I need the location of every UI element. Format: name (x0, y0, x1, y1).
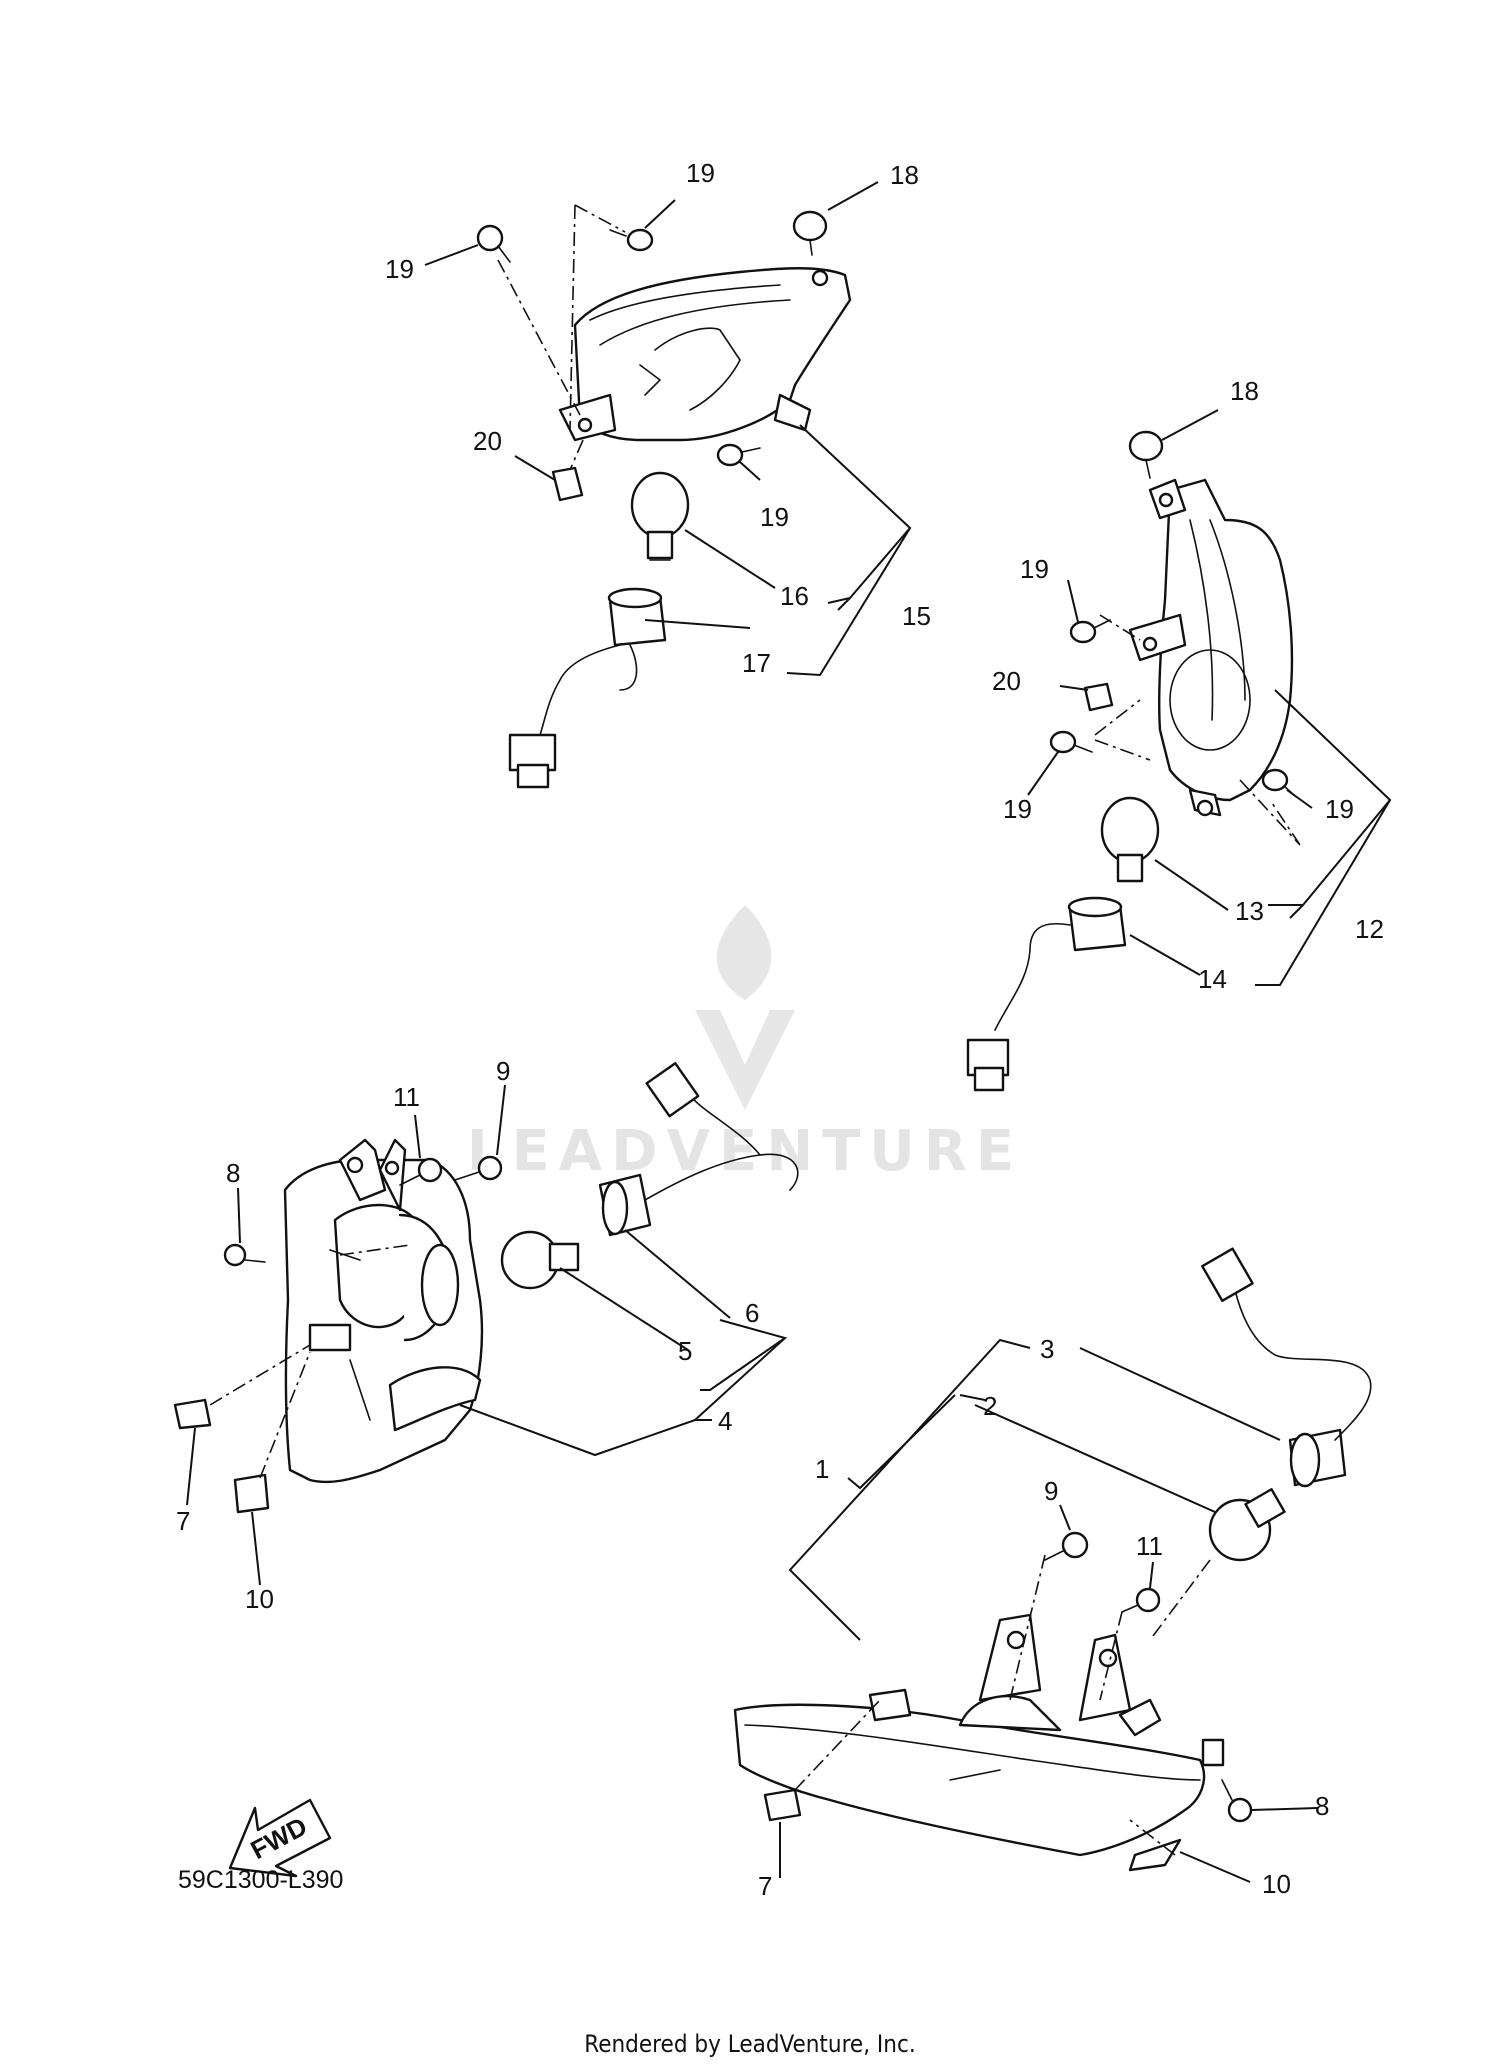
pad-10-a (233, 1473, 270, 1514)
assembly-15 (476, 204, 852, 789)
callout-20: 20 (992, 666, 1021, 696)
rivet-18-b (1128, 430, 1164, 479)
clip-7-a (173, 1398, 212, 1430)
socket-17 (508, 587, 667, 789)
callout-19: 19 (1020, 554, 1049, 584)
screw-11-b (1121, 1587, 1161, 1613)
screw-9-b (1044, 1531, 1089, 1561)
callout-7: 7 (176, 1506, 190, 1536)
pad-10-b (1128, 1838, 1182, 1872)
callout-19: 19 (686, 158, 715, 188)
screw-19-a (476, 224, 511, 263)
callout-9: 9 (496, 1056, 510, 1086)
bulb-16 (630, 471, 690, 561)
callout-11: 11 (393, 1082, 420, 1112)
rivet-18-a (792, 210, 828, 256)
screw-19-d (1069, 619, 1111, 644)
assembly-4 (173, 1062, 799, 1514)
socket-14 (966, 896, 1127, 1092)
bulb-2 (1208, 1488, 1286, 1562)
callout-labels: 19 18 19 20 19 16 15 17 18 19 20 19 19 1… (176, 158, 1384, 1901)
callout-1: 1 (815, 1454, 829, 1484)
screw-19-c (716, 443, 761, 467)
clip-20-b (1083, 682, 1114, 712)
callout-4: 4 (718, 1406, 732, 1436)
watermark-logo: LEADVENTURE (467, 905, 1023, 1184)
fwd-arrow: FWD (228, 1798, 332, 1878)
screw-9-a (454, 1155, 503, 1181)
bulb-13 (1100, 796, 1160, 883)
socket-6 (598, 1062, 799, 1237)
watermark-text: LEADVENTURE (467, 1119, 1023, 1184)
callout-18: 18 (890, 160, 919, 190)
callout-9: 9 (1044, 1476, 1058, 1506)
clip-20-a (551, 466, 584, 502)
bulb-5 (500, 1230, 580, 1290)
screw-11-a (399, 1157, 443, 1186)
diagram-code: 59C1300-L390 (178, 1866, 343, 1894)
callout-19: 19 (1325, 794, 1354, 824)
callout-18: 18 (1230, 376, 1259, 406)
callout-10: 10 (1262, 1869, 1291, 1899)
callout-7: 7 (758, 1871, 772, 1901)
socket-3 (1201, 1247, 1372, 1488)
callout-16: 16 (780, 581, 809, 611)
assembly-1 (733, 1247, 1372, 1872)
credit-text: Rendered by LeadVenture, Inc. (584, 2030, 915, 2058)
callout-19: 19 (760, 502, 789, 532)
clip-7-b (763, 1788, 802, 1822)
callout-15: 15 (902, 601, 931, 631)
callout-11: 11 (1136, 1531, 1163, 1561)
screw-19-e (1049, 730, 1093, 754)
screw-19-b (609, 228, 654, 252)
callout-2: 2 (983, 1391, 997, 1421)
callout-8: 8 (226, 1158, 240, 1188)
callout-17: 17 (742, 648, 771, 678)
callout-19: 19 (1003, 794, 1032, 824)
rivet-8-b (1221, 1779, 1253, 1823)
callout-5: 5 (678, 1336, 692, 1366)
leader-lines (186, 181, 1392, 1883)
callout-13: 13 (1235, 896, 1264, 926)
rivet-8-a (223, 1243, 266, 1267)
callout-10: 10 (245, 1584, 274, 1614)
callout-14: 14 (1198, 964, 1227, 994)
callout-6: 6 (745, 1298, 759, 1328)
callout-19: 19 (385, 254, 414, 284)
callout-20: 20 (473, 426, 502, 456)
assembly-12 (966, 430, 1301, 1092)
callout-12: 12 (1355, 914, 1384, 944)
callout-3: 3 (1040, 1334, 1054, 1364)
callout-8: 8 (1315, 1791, 1329, 1821)
